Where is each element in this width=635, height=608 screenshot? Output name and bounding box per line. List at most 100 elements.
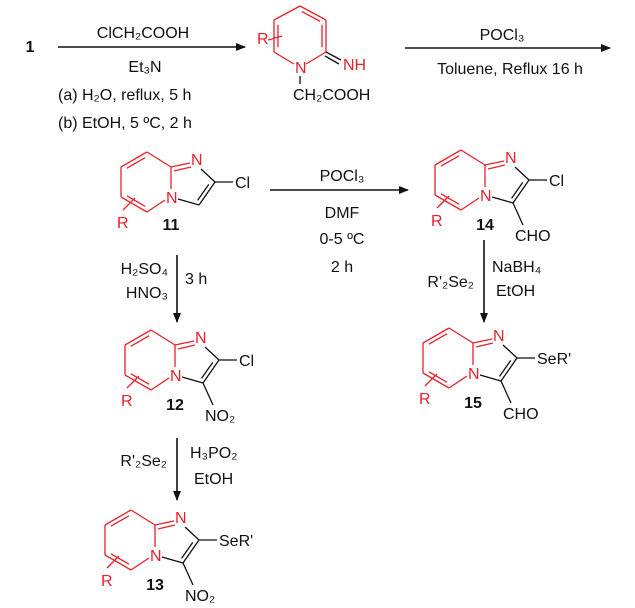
- reagent: POCl₃: [320, 168, 365, 185]
- double-bond: [499, 359, 512, 377]
- ring-bond: [502, 344, 518, 359]
- compound-number: 14: [476, 217, 494, 234]
- ring-bond: [154, 520, 175, 526]
- double-bond: [110, 553, 130, 565]
- ring-bond: [181, 376, 204, 384]
- double-bond: [487, 164, 506, 170]
- double-bond: [181, 541, 194, 559]
- sidechain-label: CH₂COOH: [293, 87, 370, 104]
- nitrogen-label: N: [468, 366, 480, 383]
- c2-substituent: Cl: [235, 175, 250, 192]
- ring-bond: [448, 375, 468, 389]
- condition: (b) EtOH, 5 ºC, 2 h: [58, 115, 192, 132]
- substituent-bond: [182, 562, 194, 586]
- r-group-label: R: [101, 573, 113, 590]
- substituent-bond: [500, 380, 512, 404]
- c2-substituent: Cl: [239, 353, 254, 370]
- r-group-label: R: [431, 213, 443, 230]
- compound-number: 12: [166, 397, 184, 414]
- ring-bond: [120, 196, 148, 213]
- reagent: EtOH: [194, 471, 233, 488]
- nitrogen-label: N: [480, 188, 492, 205]
- double-bond: [324, 55, 340, 65]
- double-bond: [440, 193, 460, 205]
- r-group-label: R: [121, 393, 133, 410]
- double-bond: [301, 11, 321, 22]
- ring-bond: [198, 181, 216, 206]
- reagent: HNO₃: [126, 285, 168, 302]
- ring-bond: [460, 197, 480, 211]
- double-bond: [126, 157, 146, 169]
- ring-bond: [124, 329, 152, 346]
- reagent: R'₂Se₂: [120, 453, 167, 470]
- substituent-bond: [202, 382, 214, 406]
- reagent: H₂SO₄: [121, 261, 168, 278]
- nitrogen-label: N: [150, 548, 162, 565]
- double-bond: [325, 51, 342, 61]
- ring-bond: [204, 346, 220, 361]
- ring-bond: [512, 179, 530, 204]
- compound-number: 13: [146, 577, 164, 594]
- ring-bond: [130, 557, 150, 571]
- r-group-label: R: [117, 215, 129, 232]
- ring-bond: [422, 327, 450, 344]
- c3-substituent: CHO: [503, 406, 539, 423]
- r-bond: [122, 197, 136, 211]
- compound-number: 1: [26, 39, 35, 56]
- ring-bond: [146, 199, 166, 213]
- condition: 0-5 ºC: [320, 231, 365, 248]
- nitrogen-label: N: [191, 152, 203, 169]
- double-bond: [475, 342, 494, 348]
- ring-bond: [472, 338, 493, 344]
- r-bond: [106, 555, 120, 569]
- nitrogen-label: N: [166, 190, 178, 207]
- double-bond: [428, 333, 448, 345]
- r-bond: [436, 195, 450, 209]
- double-bond: [173, 166, 192, 172]
- ring-bond: [460, 149, 486, 166]
- reagent: NaBH₄: [492, 259, 541, 276]
- ring-bond: [299, 5, 327, 21]
- ring-bond: [130, 509, 156, 526]
- ring-bond: [150, 329, 176, 346]
- ring-bond: [484, 160, 505, 166]
- ring-bond: [491, 196, 514, 204]
- c2-substituent: SeR': [219, 533, 253, 550]
- double-bond: [201, 361, 214, 379]
- nitrogen-label: N: [175, 510, 187, 527]
- condition: 2 h: [331, 259, 353, 276]
- reagent: R'₂Se₂: [427, 274, 474, 291]
- reagent: ClCH₂COOH: [97, 25, 189, 42]
- ring-bond: [273, 5, 301, 21]
- reagent: EtOH: [496, 283, 535, 300]
- c3-substituent: NO₂: [205, 408, 235, 425]
- ring-bond: [422, 372, 450, 389]
- reagent: Et₃N: [128, 59, 161, 76]
- nitrogen-label: N: [505, 150, 517, 167]
- r-bond: [126, 375, 140, 389]
- ring-bond: [434, 194, 462, 211]
- double-bond: [110, 515, 130, 527]
- double-bond: [157, 524, 176, 530]
- nitrogen-label: N: [295, 60, 307, 77]
- imine-label: NH: [343, 57, 366, 74]
- nitrogen-label: N: [493, 328, 505, 345]
- ring-bond: [202, 359, 220, 384]
- ring-bond: [161, 556, 184, 564]
- c3-substituent: NO₂: [185, 588, 215, 605]
- double-bond: [130, 373, 150, 385]
- ring-bond: [104, 554, 132, 571]
- r-bond: [424, 373, 438, 387]
- ring-bond: [150, 377, 170, 391]
- double-bond: [428, 371, 448, 383]
- ring-bond: [273, 51, 295, 65]
- c2-substituent: SeR': [537, 351, 571, 368]
- double-bond: [177, 344, 196, 350]
- condition: 3 h: [185, 271, 207, 288]
- ring-bond: [514, 166, 530, 181]
- ring-bond: [200, 168, 216, 183]
- condition: DMF: [325, 205, 360, 222]
- r-group-label: R: [257, 31, 269, 48]
- ring-bond: [174, 340, 195, 346]
